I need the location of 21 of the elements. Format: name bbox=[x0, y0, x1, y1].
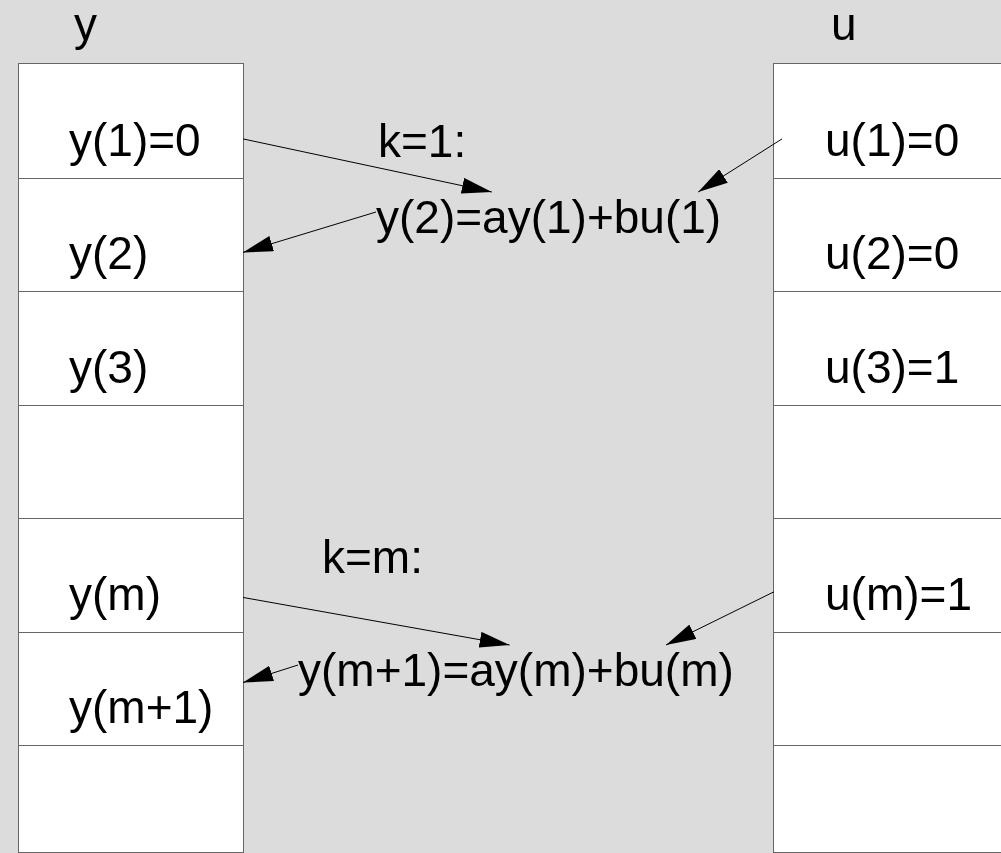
arrow bbox=[242, 664, 299, 684]
equation: y(2)=ay(1)+bu(1) bbox=[376, 192, 722, 242]
step-label: k=m: bbox=[322, 531, 423, 583]
cell-value: y(3) bbox=[69, 340, 149, 393]
arrow bbox=[242, 211, 377, 253]
column-heading: u bbox=[831, 0, 857, 50]
cell-value: y(m) bbox=[69, 567, 161, 620]
cell-value: u(2)=0 bbox=[825, 227, 960, 279]
cell-value: y(2) bbox=[69, 227, 149, 279]
cell-value: u(1)=0 bbox=[825, 113, 960, 166]
cell-value: y(m+1) bbox=[69, 681, 214, 733]
step-label: k=1: bbox=[378, 115, 467, 167]
arrow bbox=[665, 591, 775, 646]
equation: y(m+1)=ay(m)+bu(m) bbox=[298, 645, 734, 695]
cell-value: u(3)=1 bbox=[825, 340, 960, 393]
arrow bbox=[697, 138, 783, 193]
cell-value: y(1)=0 bbox=[69, 113, 201, 166]
cell-value: u(m)=1 bbox=[825, 567, 972, 620]
column-heading: y bbox=[74, 0, 97, 50]
arrow bbox=[242, 596, 511, 648]
arrow bbox=[242, 138, 493, 194]
